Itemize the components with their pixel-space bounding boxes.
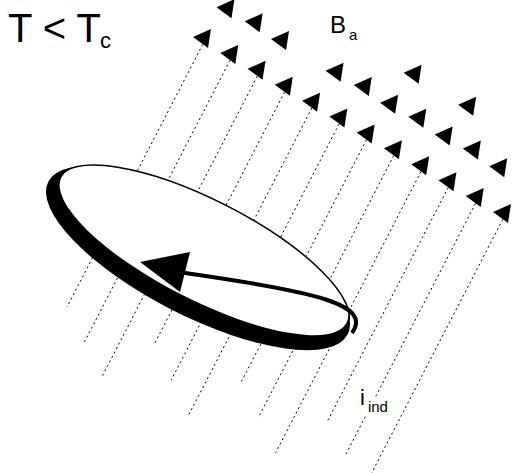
subscript: c (100, 30, 111, 52)
field-arrowhead (458, 97, 476, 116)
field-arrowhead (245, 13, 263, 32)
field-arrowhead (489, 158, 507, 177)
current-path (178, 272, 356, 333)
field-arrowhead (357, 124, 375, 143)
field-arrowhead (271, 31, 289, 50)
ring-hole (39, 133, 370, 367)
field-arrowhead (220, 45, 238, 64)
subscript: a (347, 26, 359, 43)
field-arrowhead (463, 141, 481, 160)
ring-inner-edge (35, 132, 371, 372)
current-arrowhead (140, 252, 190, 292)
field-arrowhead (275, 77, 293, 96)
temperature-condition: T < T (8, 8, 101, 48)
field-arrowhead (354, 77, 372, 96)
field-symbol: B (328, 12, 348, 38)
ring-body (22, 130, 374, 386)
field-arrowhead (248, 61, 266, 80)
field-arrowhead (466, 188, 484, 207)
induced-current-arrow (140, 252, 356, 333)
field-arrowhead (380, 95, 398, 114)
field-arrowhead (216, 0, 234, 18)
field-arrowhead (435, 126, 453, 145)
subscript: ind (366, 398, 390, 415)
field-arrowhead (404, 65, 422, 84)
ring (22, 130, 374, 386)
field-arrowhead (438, 172, 456, 191)
field-arrowhead (411, 156, 429, 175)
field-arrowhead (302, 93, 320, 112)
field-arrowhead (193, 29, 211, 48)
field-line (345, 199, 478, 456)
field-arrowhead (326, 63, 344, 82)
field-arrowhead (493, 204, 511, 223)
field-arrowhead (384, 140, 402, 159)
field-arrowhead (329, 109, 347, 128)
field-line (362, 215, 505, 473)
field-arrowhead (408, 109, 426, 128)
